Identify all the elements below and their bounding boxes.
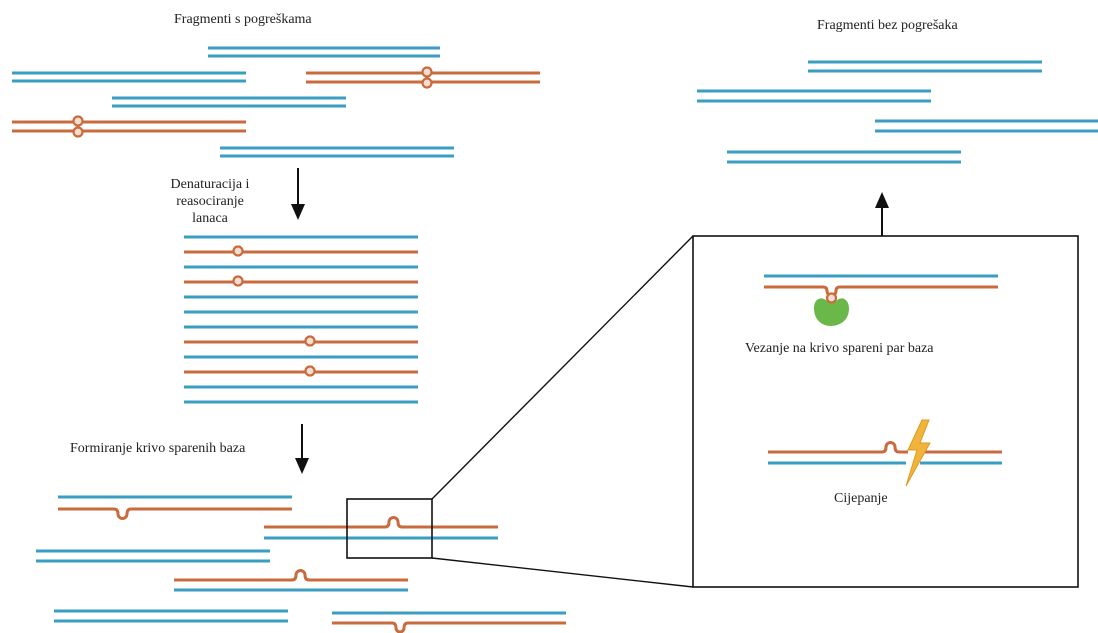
label-denaturation-line1: Denaturacija i [170,177,250,192]
duplex-orange-mismatch [12,115,246,138]
duplex-blue [12,71,246,83]
cleavage-step [768,419,1002,487]
fragments-without-errors-group [697,60,1098,164]
mismatch-bubble [72,115,84,127]
arrow-up-icon [875,192,889,236]
duplex-blue [36,549,270,563]
duplex-blue [875,119,1098,133]
duplex-orange-mismatch [306,66,540,89]
label-binding-mismatch: Vezanje na krivo spareni par baza [745,341,934,356]
zoom-detail-box [692,235,1079,588]
zoom-source-box [346,498,433,559]
duplex-blue [208,46,440,58]
duplex-blue [54,609,288,623]
label-fragments-without-errors: Fragmenti bez pogrešaka [817,18,958,33]
mismatch-bubble [232,275,244,287]
mismatch-bubble [72,126,84,138]
mismatch-binding-protein-icon [814,298,849,326]
label-mismatch-formation: Formiranje krivo sparenih baza [70,441,246,456]
duplex-blue [112,96,346,108]
arrow-down-icon [295,424,309,474]
lightning-bolt-icon [905,419,931,487]
label-denaturation: Denaturacija i reasociranje lanaca [140,176,280,227]
heteroduplex [174,569,408,592]
duplex-blue [220,146,454,158]
fragments-with-errors-group [12,46,540,158]
mismatch-bubble [421,77,433,89]
mismatch-bubble [304,335,316,347]
heteroduplex [332,611,566,633]
duplex-blue [808,60,1042,73]
zoom-line-bottom [431,557,694,588]
mismatch-bubble [421,66,433,78]
mismatch-bubble [304,365,316,377]
label-denaturation-line2: reasociranje [176,194,244,209]
mismatch-bubble [232,245,244,257]
label-denaturation-line3: lanaca [192,211,228,226]
label-fragments-with-errors: Fragmenti s pogreškama [174,12,312,27]
mismatch-bubble [825,292,838,304]
zoom-line-top [431,235,694,500]
heteroduplex [264,516,498,540]
heteroduplex [58,495,292,520]
arrow-down-icon [291,168,305,220]
heteroduplexes-group [36,495,566,633]
label-cleavage: Cijepanje [834,491,888,506]
duplex-blue [697,89,931,103]
duplex-blue [727,150,961,164]
reannealed-strands-stack [184,235,418,404]
binding-step [764,274,998,326]
